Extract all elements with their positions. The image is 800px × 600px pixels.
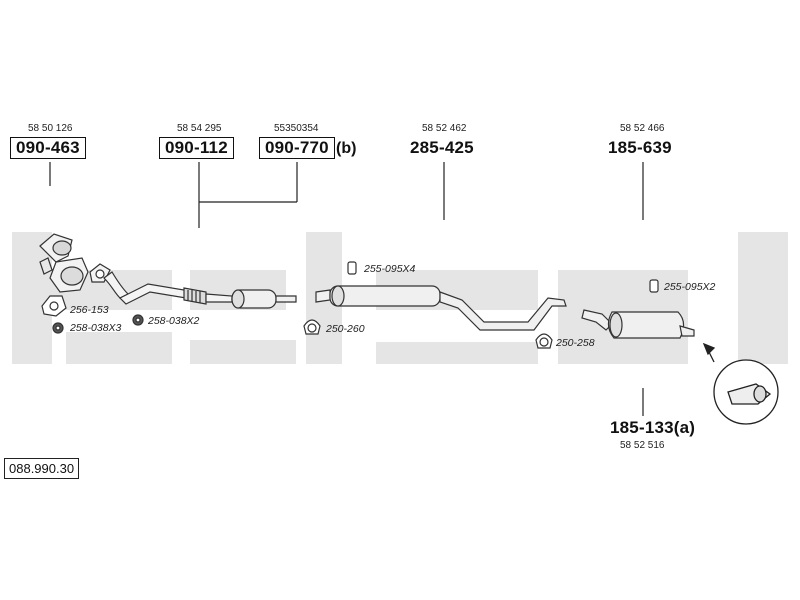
background-block [66,332,172,364]
pre-silencer-drawing [231,289,297,309]
part-suffix: (b) [336,140,357,157]
accessory-label: 258-038X3 [70,322,122,334]
centre-silencer-drawing [315,285,567,331]
part-number-185-639[interactable]: 185-639 [608,138,672,157]
accessory-label: 255-095X4 [364,263,416,275]
part-number-185-133[interactable]: 185-133(a) [610,418,696,437]
front-pipe-drawing [89,263,233,305]
oe-number: 58 50 126 [28,123,73,134]
part-number-090-463[interactable]: 090-463 [10,137,86,159]
accessory-label: 255-095X2 [664,281,716,293]
background-block [738,232,788,364]
accessory-label: 250-260 [326,323,365,335]
accessory-label: 256-153 [70,304,109,316]
rear-silencer-drawing [581,309,695,339]
background-block [190,340,296,364]
detail-inset [702,342,779,425]
part-number-285-425[interactable]: 285-425 [410,138,474,157]
accessory-label: 258-038X2 [148,315,200,327]
oe-number: 58 52 466 [620,123,665,134]
oe-number: 58 52 462 [422,123,467,134]
accessory-label: 250-258 [556,337,595,349]
oe-number: 58 52 516 [620,440,665,451]
background-block [376,342,538,364]
part-number-090-770[interactable]: 090-770 [259,137,335,159]
background-block [12,232,52,364]
catalytic-converter-drawing [39,233,89,293]
document-id: 088.990.30 [4,458,80,479]
part-number-090-112[interactable]: 090-112 [159,137,234,159]
oe-number: 58 54 295 [177,123,222,134]
rubber-hanger-icon [347,261,357,275]
oe-number: 55350354 [274,123,319,134]
rubber-hanger-icon [649,279,659,293]
